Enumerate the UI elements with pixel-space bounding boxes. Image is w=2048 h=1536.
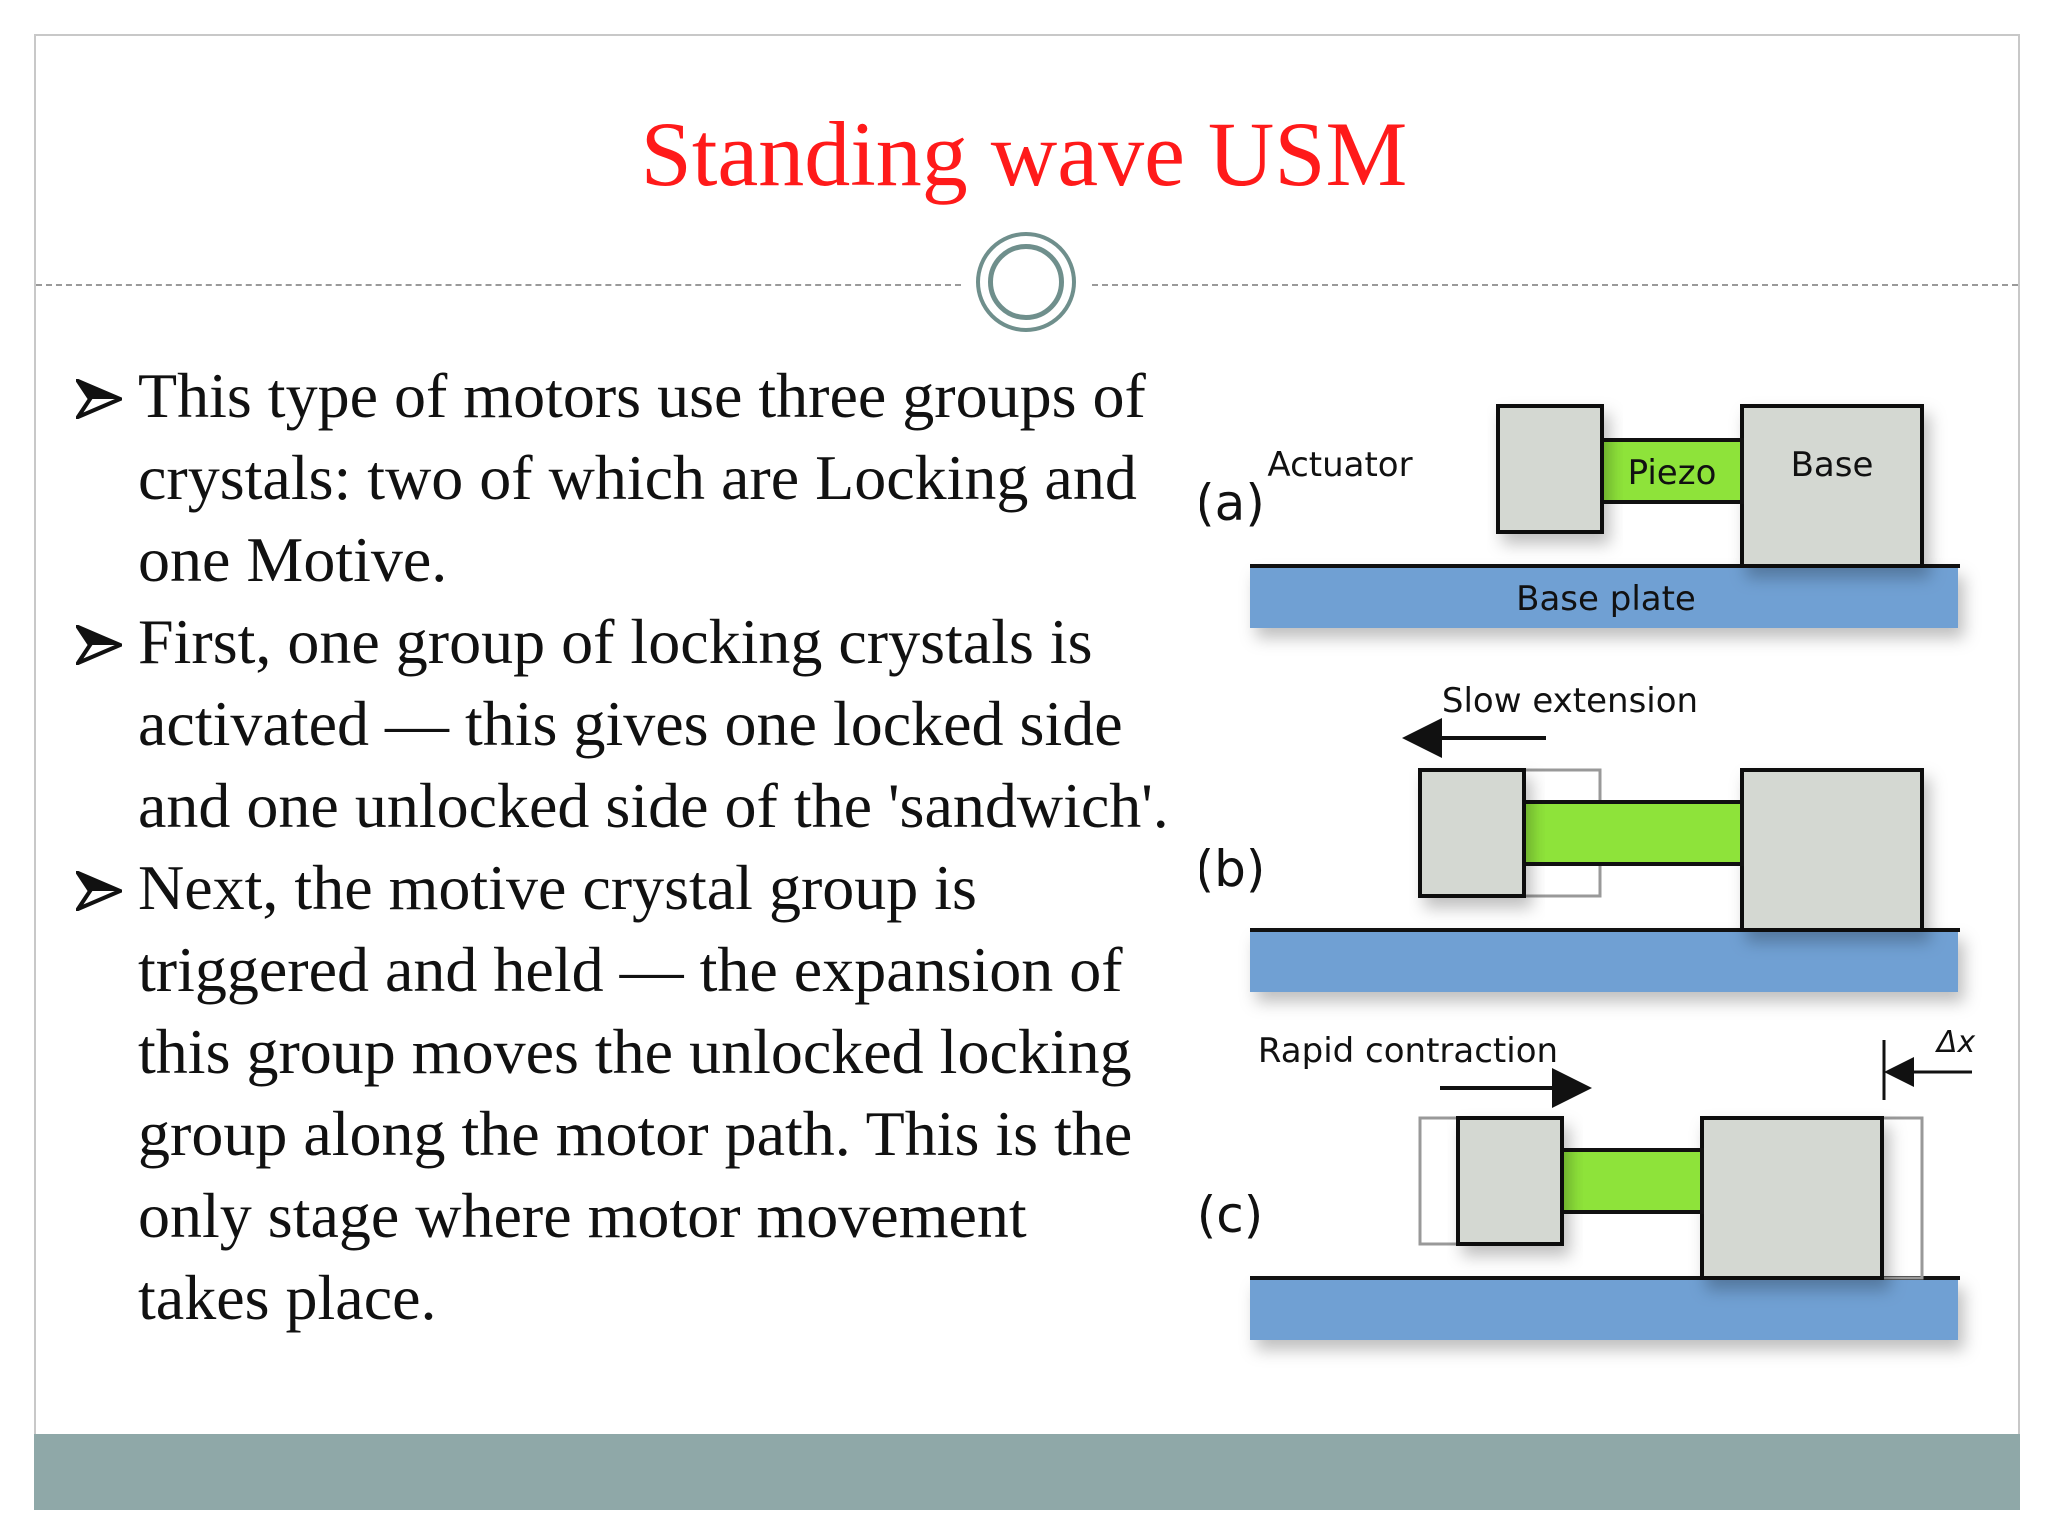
circle-ornament-icon (976, 232, 1076, 332)
original-base-outline (1880, 1116, 1924, 1280)
rapid-contraction-label: Rapid contraction (1258, 1031, 1558, 1071)
footer-bar (34, 1434, 2020, 1510)
bullet-text: First, one group of locking crystals is … (138, 606, 1169, 841)
usm-stage-diagram: Base plate Base Piezo Actuator (a) Slow … (1200, 404, 1975, 1340)
panel-b-label: (b) (1200, 840, 1265, 898)
piezo-element (1522, 800, 1744, 866)
actuator-label: Actuator (1267, 445, 1412, 485)
piezo-label: Piezo (1628, 453, 1717, 493)
piezo-element (1560, 1148, 1704, 1214)
panel-a-label: (a) (1200, 474, 1265, 532)
slow-extension-label: Slow extension (1442, 681, 1698, 721)
base-plate (1250, 930, 1958, 992)
title-divider-right (1092, 284, 2018, 286)
arrow-bullet-icon (76, 379, 122, 419)
bullet-item: This type of motors use three groups of … (72, 355, 1172, 601)
actuator-block (1456, 1116, 1564, 1246)
panel-c-label: (c) (1200, 1186, 1263, 1244)
arrow-bullet-icon (76, 625, 122, 665)
delta-x-label: Δx (1935, 1025, 1976, 1060)
bullet-item: First, one group of locking crystals is … (72, 601, 1172, 847)
actuator-block (1418, 768, 1526, 898)
panel-a: Base plate Base Piezo Actuator (a) (1200, 404, 1960, 628)
base-block (1700, 1116, 1884, 1280)
base-plate-label: Base plate (1516, 579, 1696, 619)
piezo-element (1600, 438, 1744, 504)
base-plate (1250, 566, 1958, 628)
bullet-text: Next, the motive crystal group is trigge… (138, 852, 1133, 1333)
slide-title: Standing wave USM (640, 103, 1408, 205)
bullet-item: Next, the motive crystal group is trigge… (72, 847, 1172, 1339)
base-block (1740, 404, 1924, 568)
base-label: Base (1791, 445, 1874, 485)
panel-c: Rapid contraction Δx (c) (1200, 1025, 1975, 1340)
base-plate (1250, 1278, 1958, 1340)
bullet-list: This type of motors use three groups of … (72, 355, 1172, 1339)
bullet-text: This type of motors use three groups of … (138, 360, 1146, 595)
panel-b: Slow extension (b) (1200, 681, 1960, 992)
arrow-bullet-icon (76, 871, 122, 911)
title-divider-left (36, 284, 961, 286)
base-block (1740, 768, 1924, 932)
actuator-block (1496, 404, 1604, 534)
